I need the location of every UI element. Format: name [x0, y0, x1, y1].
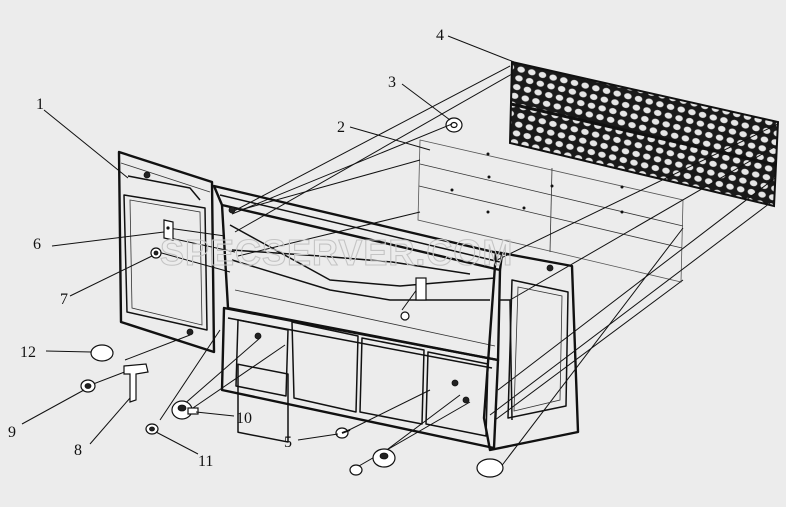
callout-4: 4 [436, 27, 444, 44]
bolt-5 [335, 427, 351, 439]
bolt-11 [145, 423, 159, 435]
callout-6: 6 [33, 236, 41, 253]
callout-2: 2 [337, 119, 345, 136]
horn-10 [171, 400, 199, 420]
callout-12: 12 [20, 344, 36, 361]
callout-10: 10 [236, 410, 252, 427]
cap-right [476, 458, 504, 478]
cap-12 [90, 344, 114, 362]
watermark-text: SPECSERVER.COM [160, 232, 513, 273]
callout-3: 3 [388, 74, 396, 91]
main-frame [117, 150, 580, 452]
washer [445, 117, 463, 133]
bolt-9 [80, 379, 96, 393]
callout-9: 9 [8, 424, 16, 441]
leader-lines [21, 35, 515, 455]
nut-7 [150, 247, 162, 259]
callout-8: 8 [74, 442, 82, 459]
callout-7: 7 [60, 291, 68, 308]
callout-1: 1 [36, 96, 44, 113]
callout-11: 11 [198, 453, 213, 470]
mesh-grille [508, 60, 780, 208]
assembly-lines [87, 65, 779, 471]
handle-8 [123, 363, 149, 403]
callouts: 1 2 3 4 5 6 7 8 9 10 11 12 [8, 27, 444, 470]
callout-5: 5 [284, 434, 292, 451]
horn-right [349, 448, 396, 476]
